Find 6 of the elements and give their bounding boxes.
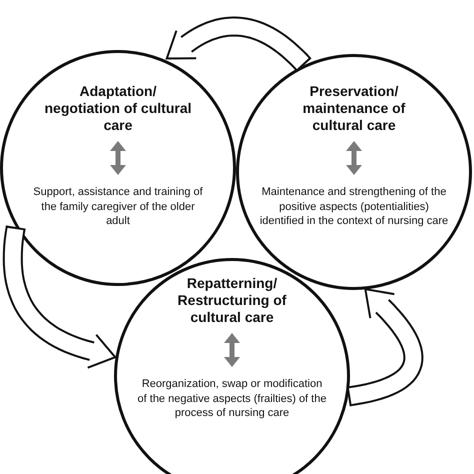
node-description: Support, assistance and training of the family caregiver of the older adult xyxy=(33,185,203,228)
node-heading: Adaptation/ negotiation of cultural care xyxy=(44,83,192,134)
node-description: Maintenance and strengthening of the positive aspects (potentialities) identified in the context of nursing care xyxy=(258,185,450,228)
node-heading: Repatterning/ Restructuring of cultural care xyxy=(176,275,288,326)
node-description: Reorganization, swap or modification of the negative aspects (frailties) of the process of nursing care xyxy=(137,377,327,420)
node-heading: Preservation/ maintenance of cultural care xyxy=(302,83,406,134)
